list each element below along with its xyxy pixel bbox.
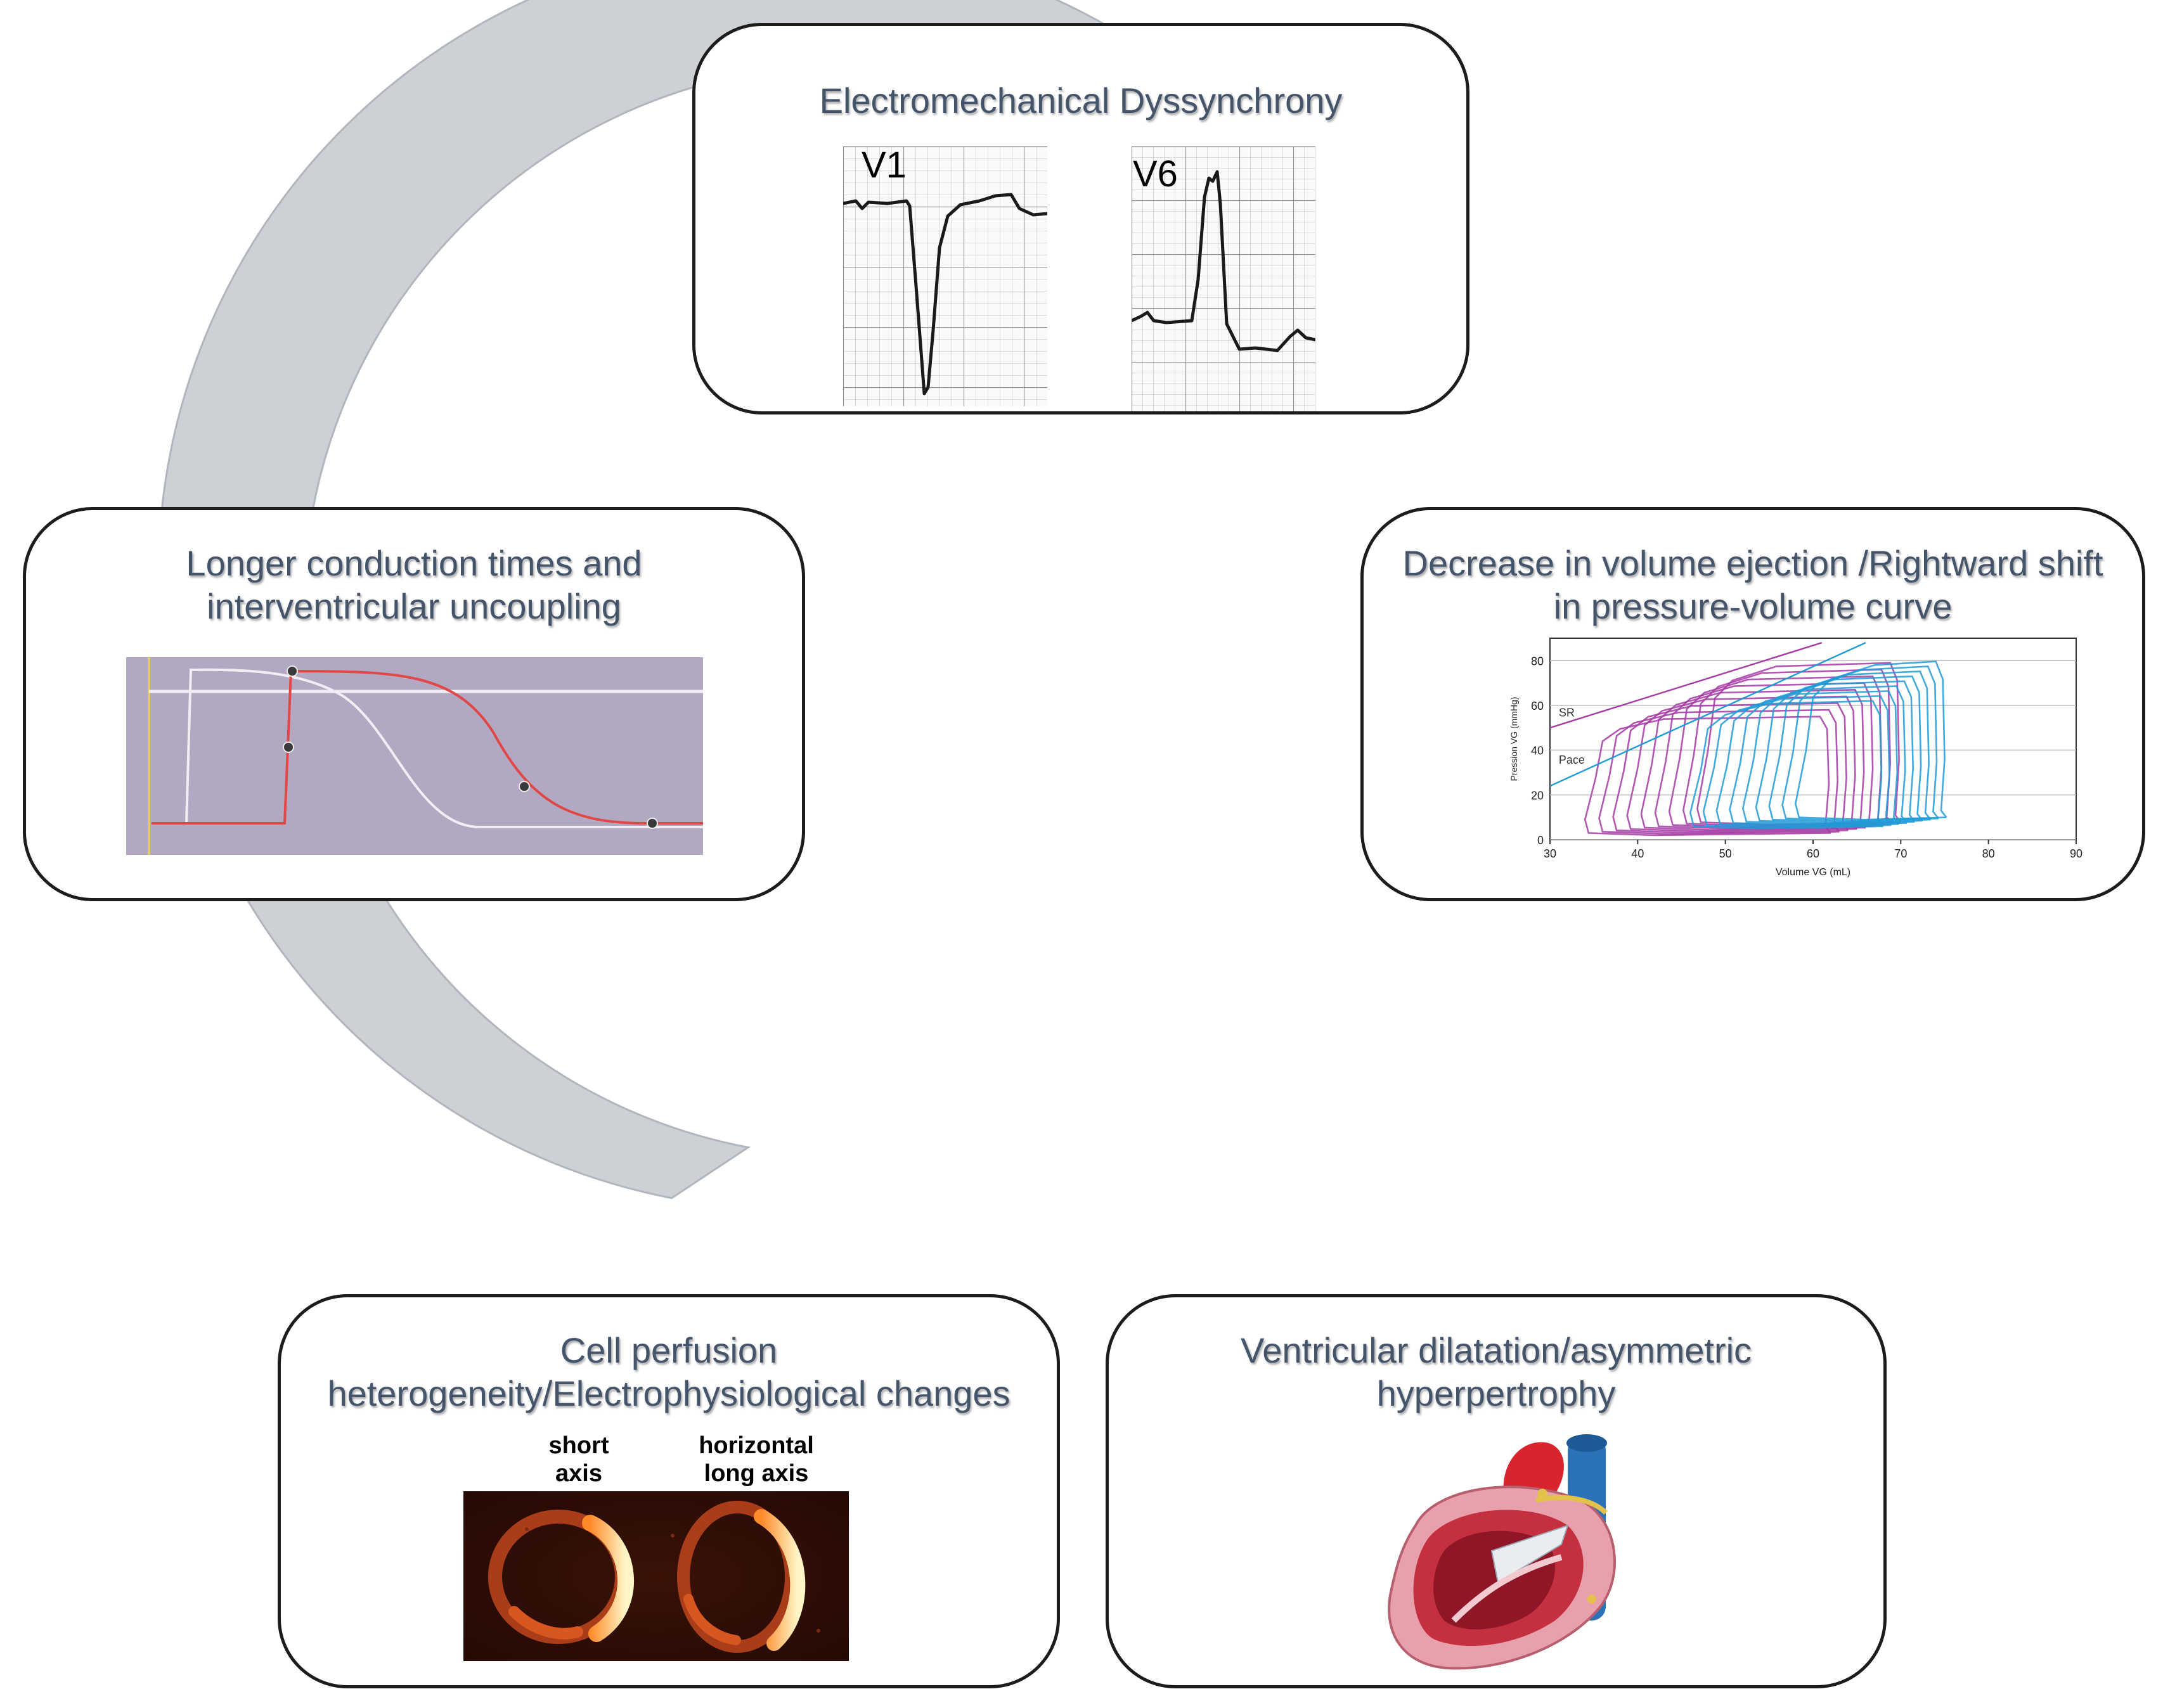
pv-loop-pace (1781, 665, 1939, 822)
pv-loop-pace (1741, 680, 1916, 825)
ecg-trace-v1 (843, 193, 1047, 395)
lead-label-v6: V6 (1133, 153, 1178, 195)
curve-marker (647, 818, 658, 829)
pv-loop-sr (1696, 662, 1902, 826)
ecg-lead-v1 (843, 146, 1047, 406)
action-potential-chart (126, 657, 703, 855)
pv-loop-sr (1654, 682, 1875, 830)
box-pressure-volume: Decrease in volume ejection /Rightward s… (1360, 507, 2145, 901)
pv-loop-pace (1794, 660, 1947, 821)
pv-loop-pace (1715, 690, 1900, 828)
x-axis-label: Volume VG (mL) (1776, 867, 1850, 878)
pace-label: Pace (1559, 754, 1585, 766)
heart-septum (1451, 1554, 1563, 1623)
box-electromechanical-dyssynchrony: Electromechanical Dyssynchrony V1 (692, 23, 1469, 414)
x-tick-label: 90 (2070, 847, 2082, 860)
red-ap-curve (152, 669, 703, 825)
espvr-line-sr (1549, 641, 1823, 729)
x-tick-label: 50 (1719, 847, 1732, 860)
curve-marker (283, 742, 294, 753)
perfusion-scan-image (463, 1491, 849, 1661)
heart-illustration (1378, 1424, 1650, 1678)
curve-marker (519, 781, 530, 792)
x-tick-label: 40 (1631, 847, 1644, 860)
y-tick-label: 40 (1531, 745, 1544, 757)
box-title: Longer conduction times and interventric… (186, 543, 642, 626)
pv-loop-sr (1640, 688, 1867, 831)
sr-label: SR (1559, 707, 1575, 719)
curve-marker (287, 665, 298, 677)
x-tick-label: 80 (1982, 847, 1995, 860)
espvr-line-pace (1549, 641, 1866, 787)
pv-loop-pace (1768, 670, 1932, 823)
box-title: Cell perfusion heterogeneity/Electrophys… (327, 1330, 1010, 1413)
white-ap-curve (152, 668, 703, 829)
box-conduction-times: Longer conduction times and interventric… (23, 507, 805, 901)
y-tick-label: 0 (1537, 834, 1544, 847)
box-title: Decrease in volume ejection /Rightward s… (1402, 543, 2103, 626)
heart-valve (1490, 1524, 1569, 1584)
y-axis-label: Pression VG (mmHg) (1509, 697, 1519, 781)
lead-label-v1: V1 (862, 144, 907, 186)
x-tick-label: 60 (1807, 847, 1819, 860)
pv-loop-pace (1702, 695, 1892, 828)
pv-loop-sr (1584, 716, 1831, 837)
y-tick-label: 60 (1531, 700, 1544, 712)
box-title: Ventricular dilatation/asymmetric hyperp… (1240, 1330, 1752, 1413)
pv-loop-sr (1682, 669, 1893, 827)
x-tick-label: 70 (1894, 847, 1907, 860)
heart-aorta (1503, 1442, 1564, 1500)
ecg-trace-v6 (1132, 170, 1315, 352)
pv-loop-pace (1729, 685, 1908, 826)
pv-loop-sr (1626, 695, 1858, 832)
label-horizontal-long-axis: horizontal long axis (699, 1432, 814, 1487)
ecg-lead-v6 (1132, 146, 1315, 411)
x-tick-label: 30 (1544, 847, 1556, 860)
box-cell-perfusion: Cell perfusion heterogeneity/Electrophys… (278, 1294, 1060, 1688)
y-tick-label: 80 (1531, 655, 1544, 667)
box-title: Electromechanical Dyssynchrony (819, 80, 1343, 120)
pv-loop-pace (1755, 675, 1923, 824)
box-ventricular-dilatation: Ventricular dilatation/asymmetric hyperp… (1106, 1294, 1887, 1688)
pv-loop-pace (1689, 700, 1884, 830)
pv-loop-sr (1612, 702, 1849, 834)
label-short-axis: short axis (548, 1432, 609, 1487)
y-tick-label: 20 (1531, 789, 1544, 802)
pv-loop-sr (1598, 709, 1840, 835)
